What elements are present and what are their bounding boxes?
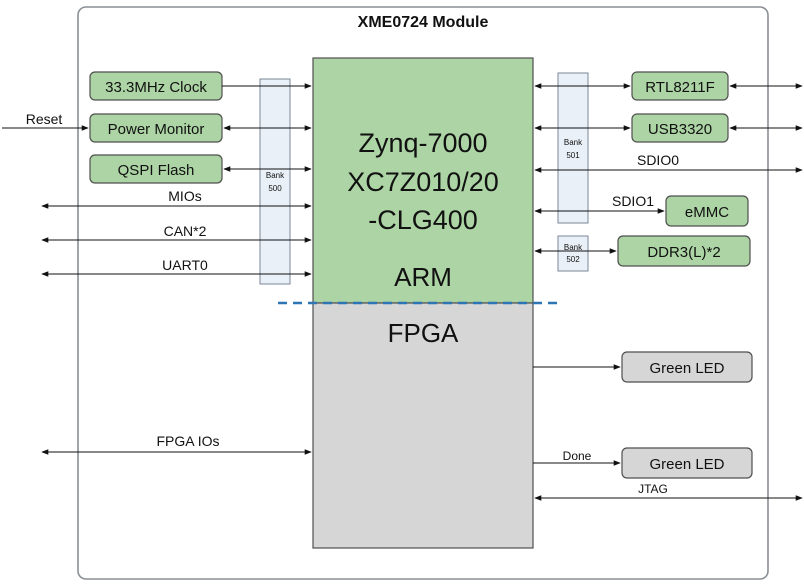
bank-502-number: 502 [566, 255, 580, 264]
rtl8211f-label: RTL8211F [645, 79, 715, 96]
emmc-block [665, 195, 749, 227]
qspi-flash-label: QSPI Flash [118, 162, 195, 179]
arm-label: ARM [394, 262, 452, 292]
bank-500-word: Bank [266, 171, 285, 180]
fpga-label: FPGA [388, 318, 459, 348]
usb3320-block [631, 113, 729, 143]
soc-name-line2: XC7Z010/20 [347, 167, 499, 197]
jtag-label: JTAG [638, 482, 668, 496]
bank-501-number: 501 [566, 151, 580, 160]
mios-label: MIOs [168, 188, 201, 204]
bank-501-word: Bank [564, 138, 583, 147]
can-label: CAN*2 [164, 223, 207, 239]
green-led-1-label: Green LED [649, 360, 724, 377]
power-monitor-block [89, 113, 223, 143]
done-label: Done [563, 449, 592, 463]
sdio0-label: SDIO0 [637, 152, 679, 168]
usb3320-label: USB3320 [648, 121, 712, 138]
green-led-1-block [621, 351, 753, 383]
sdio1-label: SDIO1 [612, 193, 654, 209]
uart-label: UART0 [162, 257, 208, 273]
fpga-ios-label: FPGA IOs [156, 433, 219, 449]
reset-label: Reset [26, 111, 63, 127]
bank-500-number: 500 [268, 184, 282, 193]
bank-502-word: Bank [564, 243, 583, 252]
module-title: XME0724 Module [358, 14, 489, 31]
emmc-label: eMMC [685, 204, 729, 221]
green-led-2-label: Green LED [649, 456, 724, 473]
soc-fpga-region [312, 302, 534, 549]
ddr3-block [617, 235, 751, 267]
power-monitor-label: Power Monitor [108, 121, 205, 138]
soc-name-line3: -CLG400 [368, 205, 478, 235]
bank-500 [259, 78, 291, 285]
soc-name-line1: Zynq-7000 [358, 128, 487, 158]
green-led-2-block [621, 447, 753, 479]
soc-arm-region [312, 57, 534, 304]
bank-501 [557, 72, 589, 224]
rtl8211f-block [631, 71, 729, 101]
clock-label: 33.3MHz Clock [105, 79, 207, 96]
qspi-flash-block [89, 154, 223, 184]
bank-502 [557, 235, 589, 272]
ddr3-label: DDR3(L)*2 [647, 244, 720, 261]
